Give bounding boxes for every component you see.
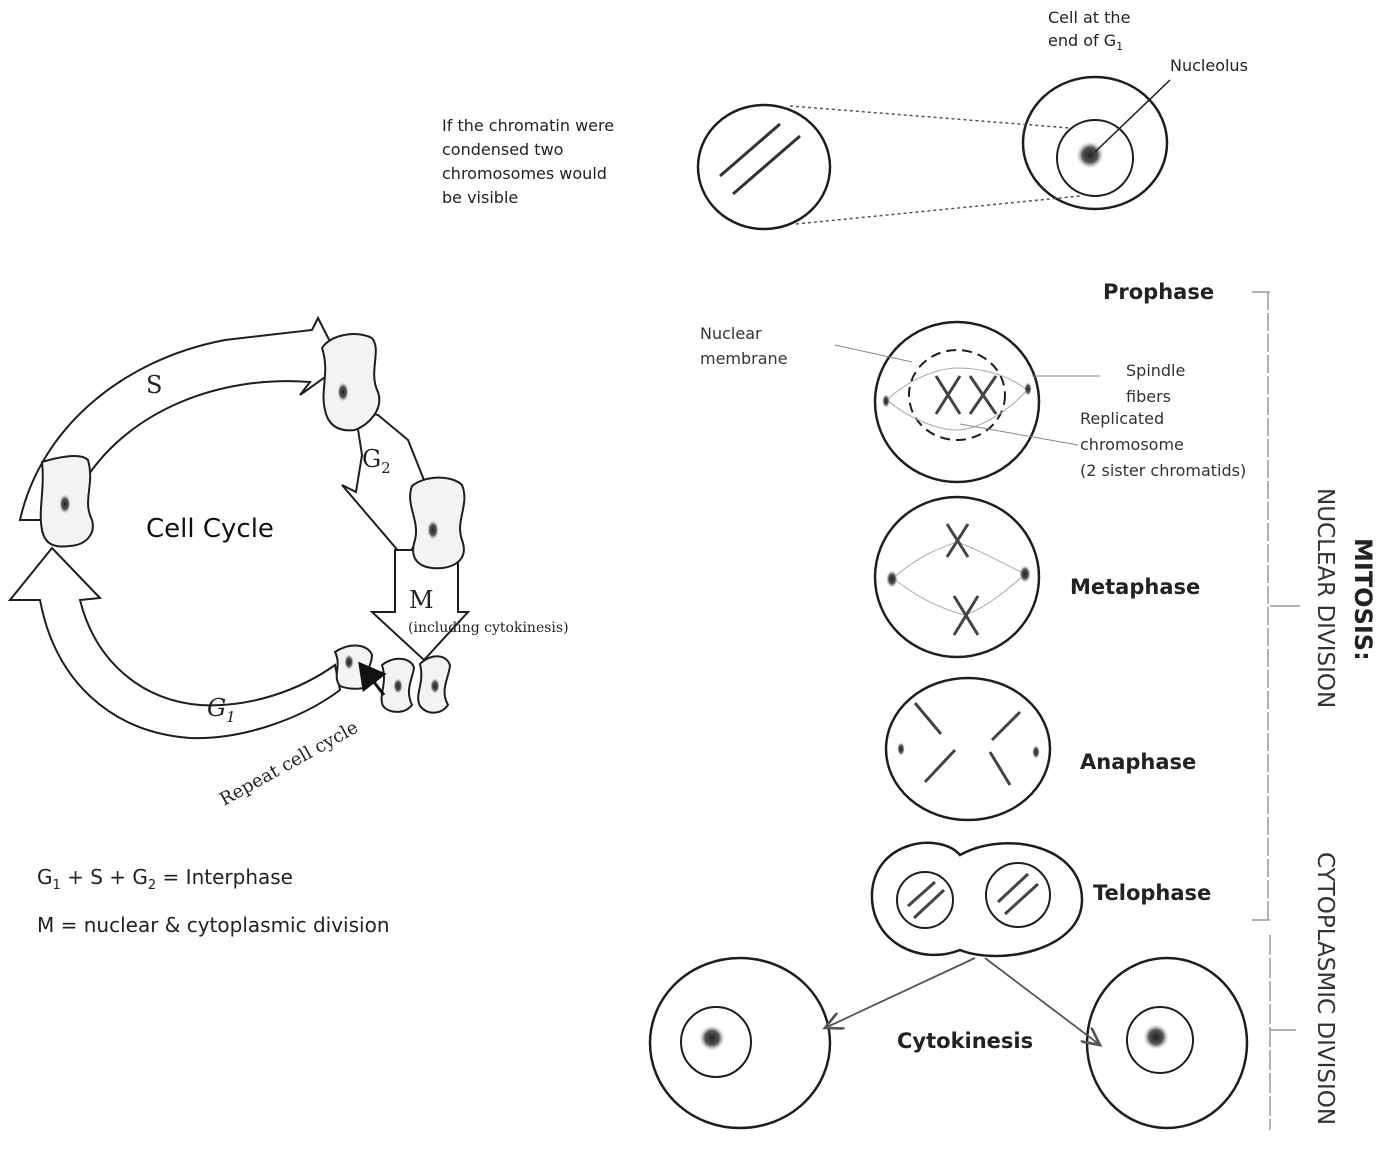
cell-g2 [410,478,464,569]
cell-cycle-title: Cell Cycle [146,514,274,544]
telophase-chromosome-4 [1005,884,1038,914]
chromosome-pointer [960,424,1078,445]
anaphase-centrosome-right [1032,745,1040,759]
replicated-label-1: Replicated [1080,409,1164,428]
metaphase-cell [875,497,1039,657]
m-equation: M = nuclear & cytoplasmic division [37,913,390,937]
nuclear-membrane-label-2: membrane [700,349,788,368]
anaphase-centrosome-left [897,742,905,756]
chromatin-note-3: chromosomes would [442,164,607,183]
telophase-stage: Telophase [872,843,1211,956]
anaphase-chromatid-3 [992,712,1020,740]
prophase-chromosome-1 [936,376,960,414]
s-phase-label: S [146,371,162,399]
nuclear-division-label: NUCLEAR DIVISION [1312,488,1338,708]
replicated-label-2: chromosome [1080,435,1184,454]
metaphase-chromosome-top [947,524,968,557]
telophase-chromosome-2 [914,890,944,918]
condensed-chromosome-1 [720,124,780,176]
cytoplasmic-division-label: CYTOPLASMIC DIVISION [1312,852,1338,1125]
anaphase-cell [886,678,1050,820]
chromatin-note-4: be visible [442,188,518,207]
metaphase-chromosome-bottom [954,596,978,635]
anaphase-stage: Anaphase [886,678,1196,820]
telophase-label: Telophase [1093,881,1211,905]
nucleolus-label: Nucleolus [1170,56,1248,75]
anaphase-chromatid-1 [915,703,941,734]
cell-at-end-label: Cell at the [1048,8,1130,27]
cell-daughter-mid [382,659,414,712]
prophase-spindle-right [957,368,1027,430]
prophase-centrosome-right [1024,382,1032,396]
replicated-label-3: (2 sister chromatids) [1080,461,1246,480]
cytokinesis-stage: Cytokinesis [650,958,1247,1128]
anaphase-chromatid-2 [925,750,955,782]
nuclear-membrane-label-1: Nuclear [700,324,762,343]
side-brackets: MITOSIS: NUCLEAR DIVISION CYTOPLASMIC DI… [1252,292,1377,1130]
cell-daughter-left [335,646,372,689]
daughter-cell-left [650,958,830,1128]
anaphase-label: Anaphase [1080,750,1196,774]
daughter-nucleolus-left [699,1025,725,1051]
cytokinesis-arrow-left [825,958,975,1028]
condensed-chromosome-2 [733,136,800,194]
metaphase-label: Metaphase [1070,575,1200,599]
prophase-centrosome-left [882,394,890,408]
zoom-line-bottom [796,196,1080,224]
prophase-chromosome-2 [970,376,996,414]
cell-daughter-right [418,656,450,712]
prophase-nuclear-membrane [909,350,1005,440]
g1-phase-arrow [10,548,340,738]
m-phase-label: M [409,586,434,614]
prophase-label: Prophase [1103,280,1214,304]
mitosis-label: MITOSIS: [1349,538,1377,661]
g1-phase-label: G1 [207,694,236,726]
telophase-nucleus-left [897,872,953,928]
daughter-nucleolus-right [1143,1024,1169,1050]
end-of-g1-label: end of G1 [1048,31,1123,53]
chromatin-note-1: If the chromatin were [442,116,614,135]
metaphase-centrosome-right [1019,565,1031,583]
legend: G1 + S + G2 = Interphase M = nuclear & c… [37,865,390,937]
nuclear-membrane-pointer [835,345,912,362]
metaphase-centrosome-left [886,570,898,588]
m-phase-note: (including cytokinesis) [408,620,569,636]
cytokinesis-label: Cytokinesis [897,1029,1033,1053]
g1-nucleolus [1076,141,1104,169]
cell-cycle-wheel: Cell Cycle S G2 M (including cytokinesis… [10,318,569,810]
anaphase-chromatid-4 [990,752,1010,785]
interphase-equation: G1 + S + G2 = Interphase [37,865,293,893]
spindle-label-2: fibers [1126,387,1171,406]
metaphase-stage: Metaphase [875,497,1200,657]
nucleolus-pointer [1095,80,1170,152]
telophase-nucleus-right [986,863,1050,927]
prophase-stage: Prophase Nuclear membrane Spindle fibers… [700,280,1246,482]
cell-s-top [322,334,379,430]
spindle-label-1: Spindle [1126,361,1185,380]
chromatin-note-2: condensed two [442,140,563,159]
cell-s-left [41,456,93,546]
g1-cell-section: Cell at the end of G1 Nucleolus If the c… [442,8,1248,229]
